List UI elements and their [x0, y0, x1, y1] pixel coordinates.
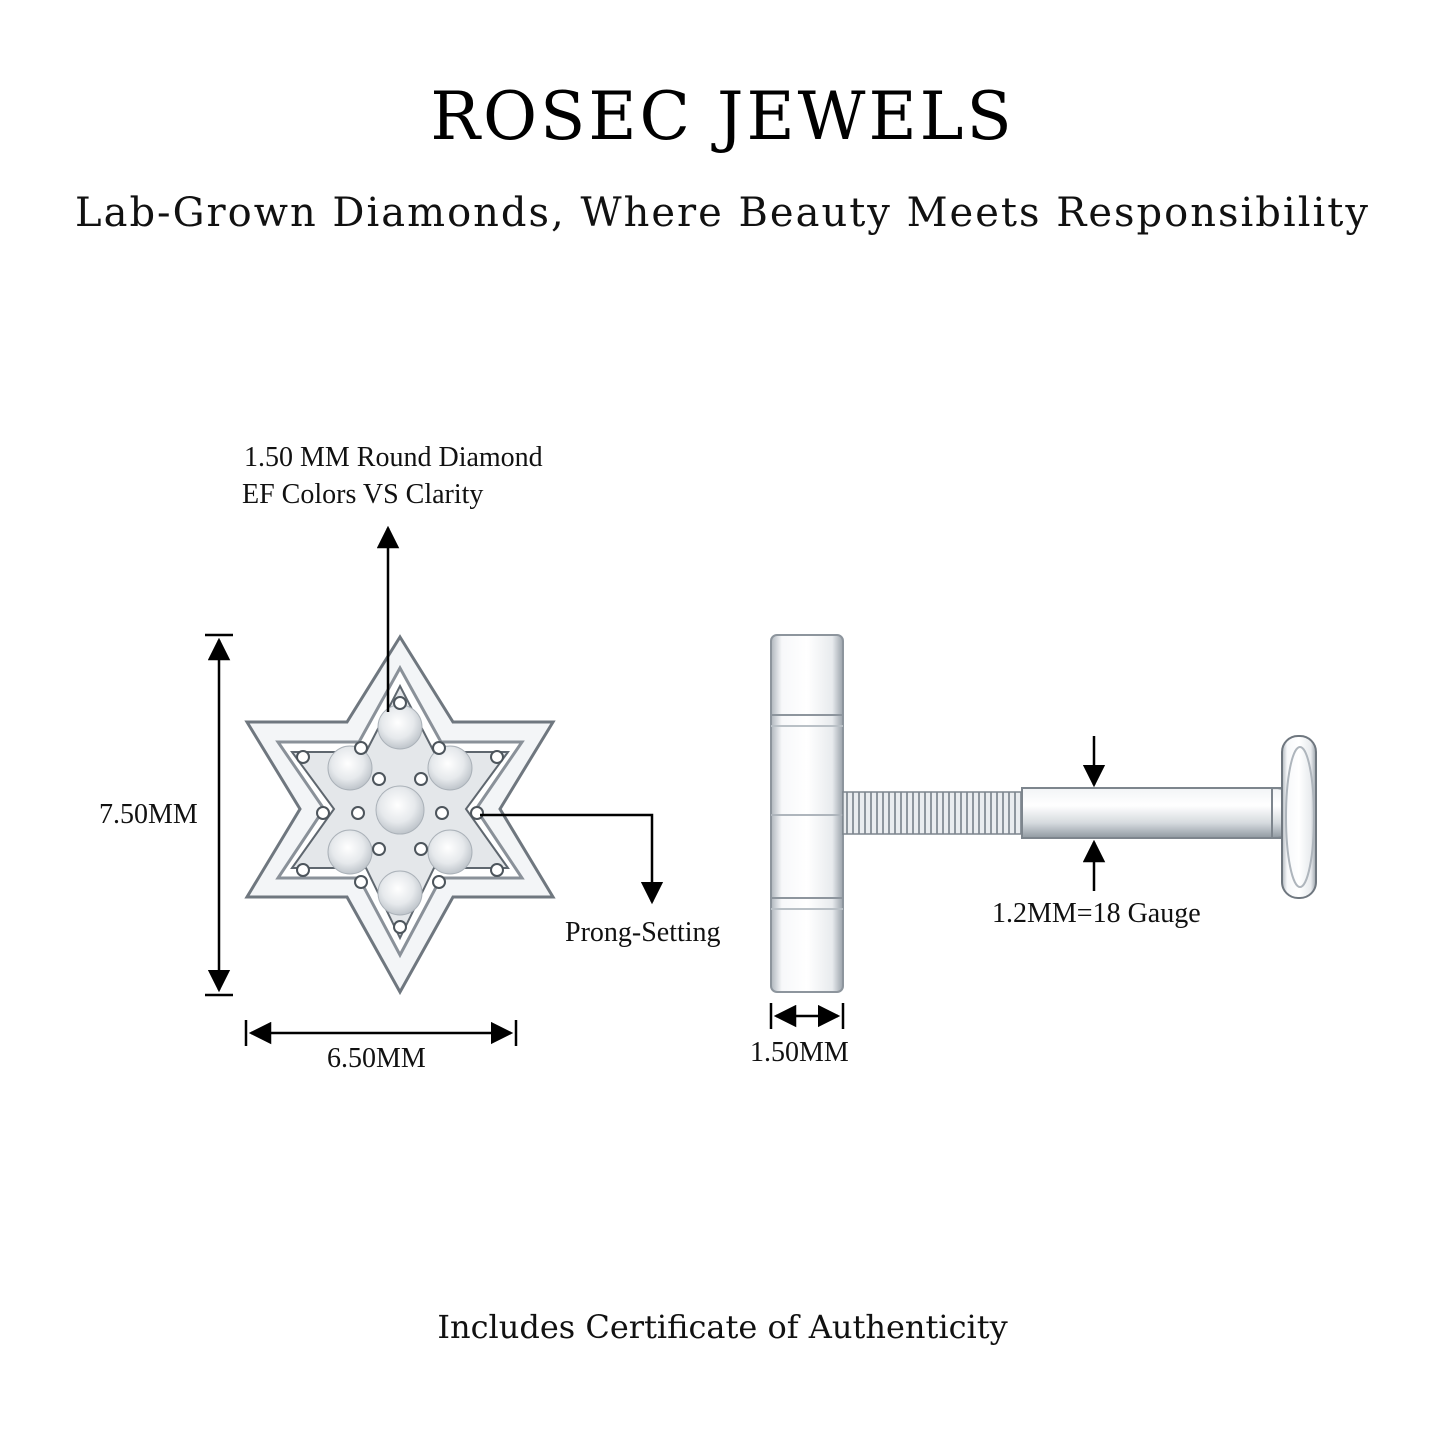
star-earring-front: [244, 634, 556, 996]
prong-label: Prong-Setting: [565, 917, 721, 948]
diamond-spec-line1: 1.50 MM Round Diamond: [244, 442, 543, 473]
width-dimension: [244, 1020, 518, 1046]
thickness-dimension: [769, 1003, 845, 1029]
tagline: Lab-Grown Diamonds, Where Beauty Meets R…: [75, 190, 1370, 236]
brand-title: ROSEC JEWELS: [430, 78, 1015, 155]
shaft: [1021, 787, 1285, 839]
diamond-stone: [375, 785, 425, 835]
prong-leader-arrow: [480, 813, 664, 905]
height-dimension: [205, 633, 233, 997]
earring-side-view: [770, 634, 1317, 993]
diamond-spec-line2: EF Colors VS Clarity: [242, 479, 483, 510]
diamond-cluster: [327, 704, 473, 916]
diamond-stone: [427, 745, 473, 791]
diamond-stone: [377, 870, 423, 916]
height-label: 7.50MM: [99, 799, 198, 830]
prong-beads: [296, 696, 504, 934]
flat-back-disc: [1281, 735, 1317, 899]
footer-note: Includes Certificate of Authenticity: [437, 1308, 1008, 1346]
gauge-label: 1.2MM=18 Gauge: [992, 898, 1201, 929]
diamond-stone: [327, 745, 373, 791]
head-profile: [770, 634, 844, 993]
width-label: 6.50MM: [327, 1043, 426, 1074]
diamond-stone: [427, 829, 473, 875]
diamond-stone: [377, 704, 423, 750]
thickness-label: 1.50MM: [750, 1037, 849, 1068]
diamond-stone: [327, 829, 373, 875]
threaded-post: [842, 791, 1026, 835]
